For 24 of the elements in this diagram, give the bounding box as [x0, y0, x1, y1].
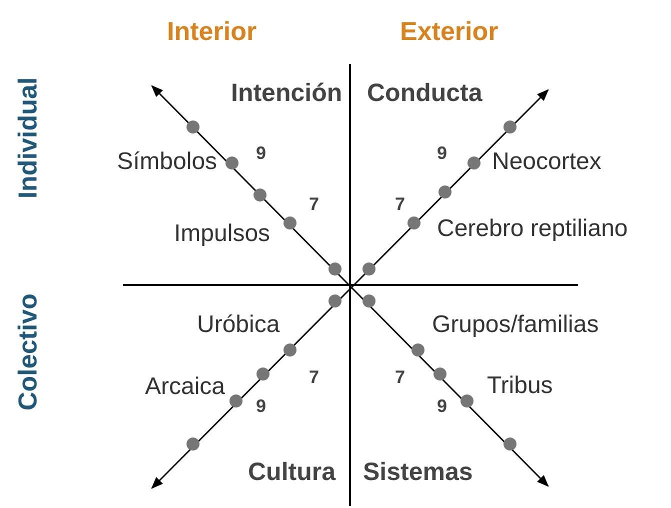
level-label: Arcaica: [145, 375, 226, 399]
column-heading: Interior: [167, 18, 257, 44]
level-label: Cerebro reptiliano: [437, 217, 628, 241]
quadrant-title: Cultura: [248, 460, 336, 484]
level-number: 7: [395, 195, 406, 213]
column-heading: Exterior: [400, 18, 498, 44]
level-label: Impulsos: [174, 222, 270, 246]
level-label: Tribus: [487, 374, 553, 398]
level-number: 9: [437, 144, 448, 162]
level-number: 7: [309, 195, 320, 213]
level-label: Símbolos: [117, 150, 218, 174]
level-number: 7: [309, 368, 320, 386]
level-number: 9: [437, 397, 448, 415]
level-number: 9: [256, 397, 266, 415]
row-heading: Colectivo: [14, 293, 40, 411]
row-heading: Individual: [14, 77, 40, 199]
level-number: 9: [256, 144, 266, 162]
quadrant-title: Intención: [231, 80, 342, 106]
quadrant-title: Conducta: [367, 80, 482, 106]
quadrant-title: Sistemas: [363, 460, 473, 484]
level-label: Uróbica: [197, 313, 280, 337]
level-number: 7: [395, 368, 406, 386]
level-label: Grupos/familias: [432, 313, 599, 337]
level-label: Neocortex: [492, 150, 602, 174]
